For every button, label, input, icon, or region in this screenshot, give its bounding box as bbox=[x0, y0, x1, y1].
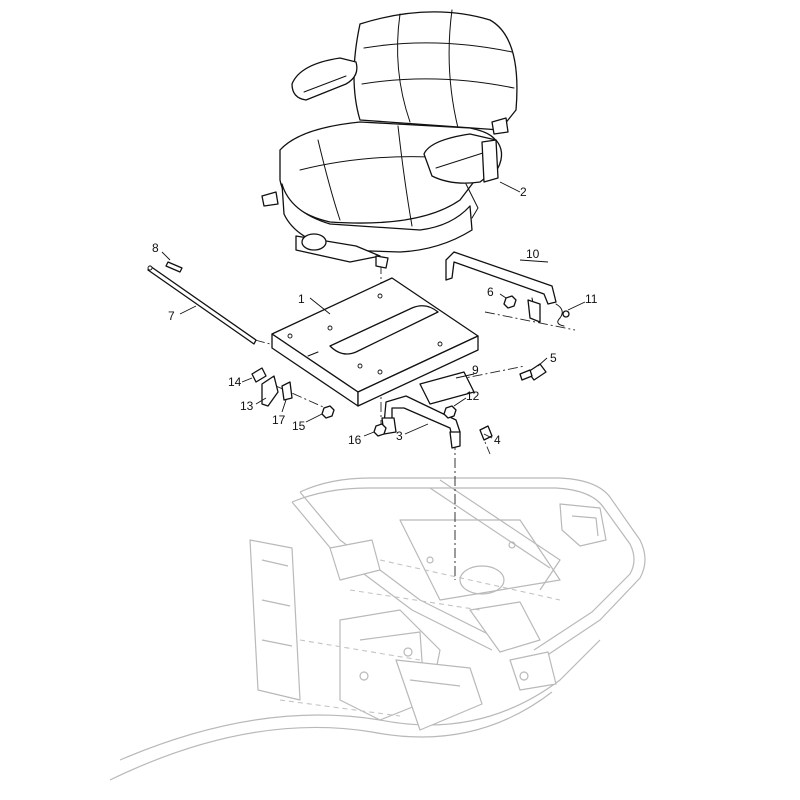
callout-3: 3 bbox=[396, 429, 403, 443]
bracket-10 bbox=[445, 251, 557, 323]
callout-17: 17 bbox=[272, 413, 286, 427]
callout-11: 11 bbox=[585, 292, 598, 306]
callout-4: 4 bbox=[494, 433, 501, 447]
callout-8: 8 bbox=[152, 241, 159, 255]
callout-5: 5 bbox=[550, 351, 557, 365]
callout-15: 15 bbox=[292, 419, 306, 433]
mower-frame bbox=[109, 477, 646, 781]
callout-13: 13 bbox=[240, 399, 254, 413]
seat bbox=[261, 9, 518, 269]
callout-9: 9 bbox=[472, 363, 479, 377]
seat-mount-plate bbox=[271, 277, 479, 407]
callout-1: 1 bbox=[298, 292, 305, 306]
callout-6: 6 bbox=[487, 285, 494, 299]
callout-14: 14 bbox=[228, 375, 242, 389]
callout-10: 10 bbox=[526, 247, 540, 261]
callout-12: 12 bbox=[466, 389, 480, 403]
callout-7: 7 bbox=[168, 309, 175, 323]
callout-16: 16 bbox=[348, 433, 362, 447]
callout-2: 2 bbox=[520, 185, 527, 199]
pad-9 bbox=[419, 371, 475, 405]
callout-labels: 1 2 3 4 5 6 7 8 9 10 11 12 13 14 15 16 1… bbox=[152, 185, 598, 447]
hardware bbox=[165, 261, 570, 441]
rod-7 bbox=[147, 265, 257, 345]
leader-lines bbox=[161, 181, 586, 439]
support-bracket-3 bbox=[381, 395, 461, 449]
